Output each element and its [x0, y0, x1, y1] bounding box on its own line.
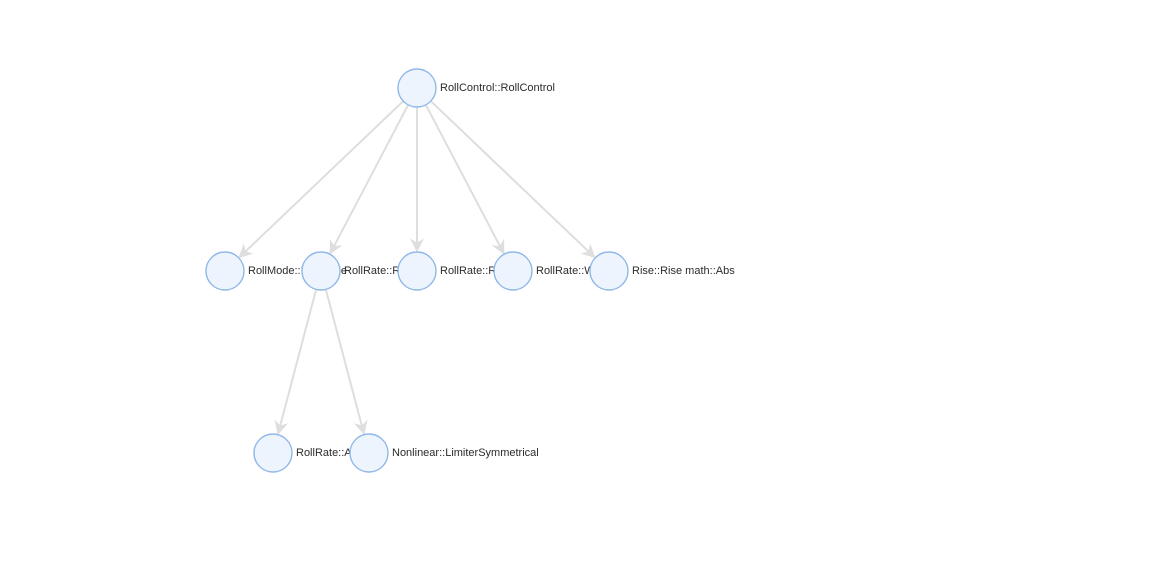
edge-rate-aux	[274, 289, 318, 436]
edge-root-abs	[430, 100, 596, 259]
node-root[interactable]: RollControl::RollControl	[397, 68, 555, 108]
edge-root-rate	[329, 104, 410, 255]
node-lim[interactable]: Nonlinear::LimiterSymmetrical	[349, 433, 539, 473]
nodes-layer: RollControl::RollControlRollMode::RollMo…	[205, 68, 735, 473]
node-circle-rate2[interactable]	[397, 251, 437, 291]
node-label-aux: RollRate::Aux	[296, 447, 364, 459]
node-circle-abs[interactable]	[589, 251, 629, 291]
node-circle-warn[interactable]	[493, 251, 533, 291]
edge-root-warn	[424, 104, 505, 255]
node-abs[interactable]: Rise::Rise math::Abs	[589, 251, 735, 291]
edge-rate-lim	[324, 289, 368, 436]
node-aux[interactable]: RollRate::Aux	[253, 433, 364, 473]
edge-root-mode	[238, 100, 404, 259]
node-circle-root[interactable]	[397, 68, 437, 108]
node-label-root: RollControl::RollControl	[440, 82, 555, 94]
node-circle-mode[interactable]	[205, 251, 245, 291]
node-label-lim: Nonlinear::LimiterSymmetrical	[392, 447, 539, 459]
node-label-abs: Rise::Rise math::Abs	[632, 265, 735, 277]
edges-layer	[238, 100, 596, 436]
node-circle-rate[interactable]	[301, 251, 341, 291]
node-circle-aux[interactable]	[253, 433, 293, 473]
node-circle-lim[interactable]	[349, 433, 389, 473]
